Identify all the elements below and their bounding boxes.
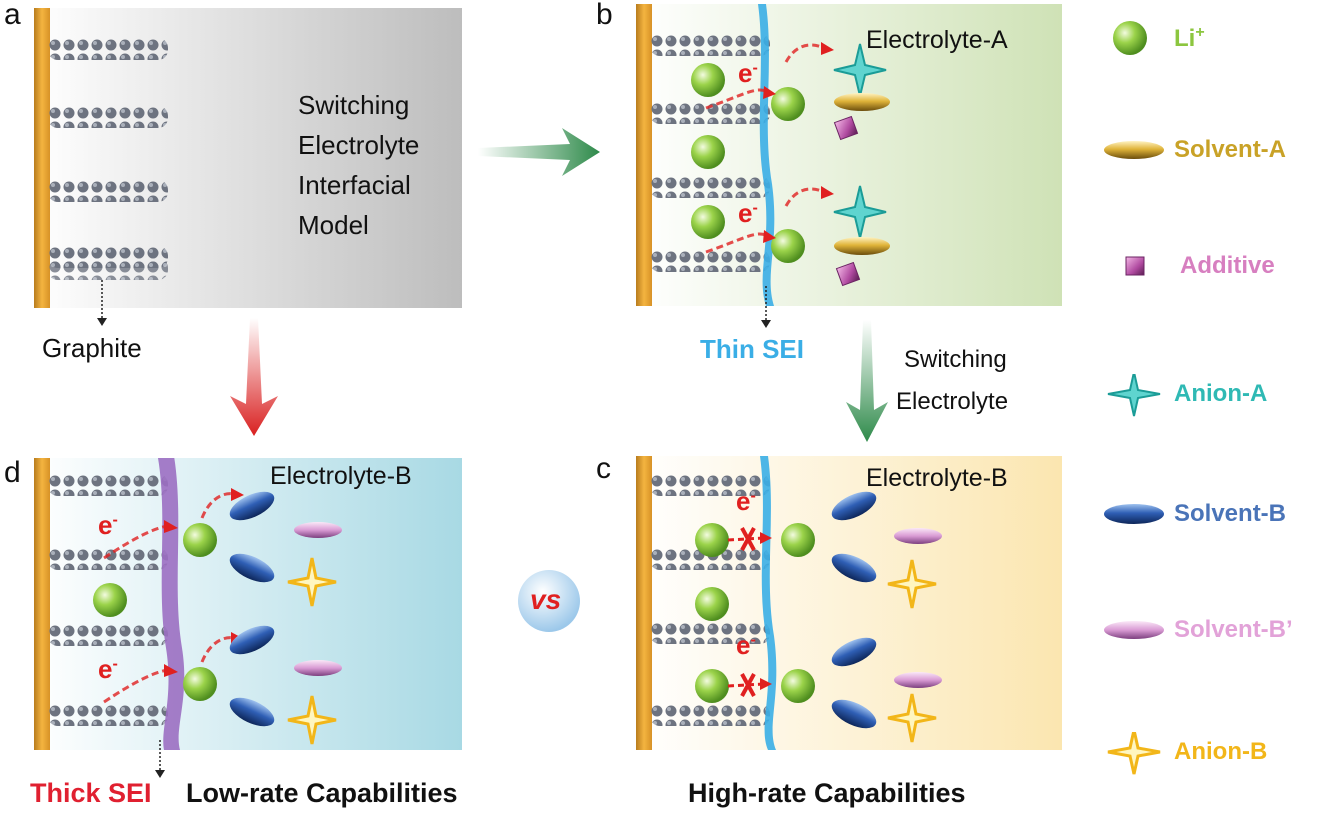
- teal-star-icon: [1107, 374, 1161, 417]
- graphite-label: Graphite: [42, 333, 142, 363]
- pink-ellipse-icon: [1104, 621, 1164, 639]
- panel-d-electron-2: e-: [98, 654, 118, 684]
- legend-item-li: Li+: [1100, 18, 1320, 58]
- panel-b-electron-1: e-: [738, 58, 758, 88]
- arrow-down-red: [230, 318, 278, 436]
- sei-pointer-arrow-b: [761, 286, 771, 328]
- legend-label-solvent-b: Solvent-B: [1174, 500, 1287, 527]
- panel-b-electrolyte-label: Electrolyte-A: [866, 26, 1008, 54]
- arrow-right-green: [478, 128, 600, 176]
- legend-label-li: Li+: [1174, 24, 1205, 52]
- legend-item-anion-a: Anion-A: [1100, 374, 1336, 417]
- switching-label-line-1: Switching: [904, 346, 1007, 373]
- vs-label: vs: [530, 584, 562, 615]
- legend-item-additive: Additive: [1100, 246, 1336, 286]
- sei-pointer-arrow-d: [155, 740, 165, 778]
- panel-d-electron-1: e-: [98, 510, 118, 540]
- legend-label-anion-b: Anion-B: [1174, 738, 1268, 765]
- panel-b-diagram: [636, 4, 1062, 306]
- panel-b-electron-2: e-: [738, 198, 758, 228]
- panel-a-title-line-2: Electrolyte: [298, 130, 420, 160]
- yellow-star-icon: [1107, 732, 1161, 775]
- panel-c-electron-1: e-: [736, 486, 756, 516]
- graphite-pointer-arrow: [97, 280, 107, 326]
- panel-letter-a: a: [4, 0, 21, 31]
- panel-letter-d: d: [4, 456, 21, 489]
- thin-sei-label: Thin SEI: [700, 334, 804, 364]
- panel-a-title-line-3: Interfacial: [298, 170, 411, 200]
- legend-label-additive: Additive: [1180, 252, 1275, 279]
- thick-sei-label: Thick SEI: [30, 778, 152, 808]
- vs-badge: [518, 570, 580, 632]
- panel-a-title-line-1: Switching: [298, 90, 410, 120]
- panel-letter-b: b: [596, 0, 613, 31]
- panel-c-electron-2: e-: [736, 630, 756, 660]
- legend-label-anion-a: Anion-A: [1174, 380, 1268, 407]
- gold-ellipse-icon: [1104, 141, 1164, 159]
- legend-item-solvent-a: Solvent-A: [1100, 130, 1336, 170]
- panel-a-diagram: [34, 8, 462, 308]
- pink-cube-icon: [1125, 256, 1145, 276]
- low-rate-caption: Low-rate Capabilities: [186, 778, 458, 808]
- panel-d-electrolyte-label: Electrolyte-B: [270, 462, 412, 490]
- arrow-down-green: [846, 320, 888, 442]
- panel-c-electrolyte-label: Electrolyte-B: [866, 464, 1008, 492]
- panel-a-title-line-4: Model: [298, 210, 369, 240]
- panel-c-diagram: [636, 456, 1062, 750]
- legend-item-solvent-b-prime: Solvent-B’: [1100, 610, 1336, 650]
- legend-item-anion-b: Anion-B: [1100, 732, 1336, 775]
- switching-label-line-2: Electrolyte: [896, 388, 1009, 415]
- green-sphere-icon: [1113, 21, 1147, 55]
- high-rate-caption: High-rate Capabilities: [688, 778, 966, 808]
- panel-d-diagram: [34, 458, 462, 750]
- legend-item-solvent-b: Solvent-B: [1100, 494, 1336, 534]
- legend-label-solvent-b-prime: Solvent-B’: [1174, 616, 1293, 643]
- blue-ellipse-icon: [1104, 504, 1164, 524]
- panel-letter-c: c: [596, 452, 611, 485]
- legend-label-solvent-a: Solvent-A: [1174, 136, 1287, 163]
